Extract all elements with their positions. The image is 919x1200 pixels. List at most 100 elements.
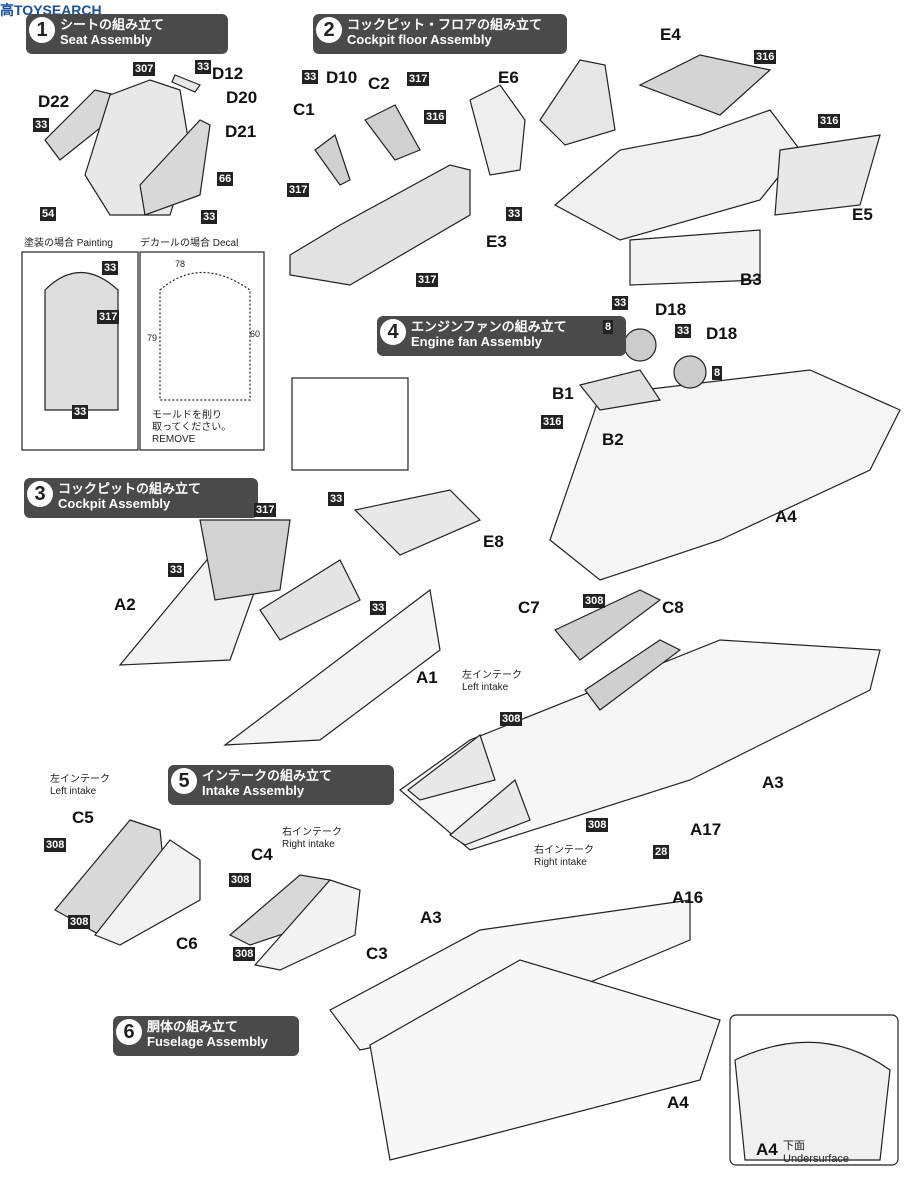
color-tag-33-l: 33 bbox=[370, 601, 387, 615]
color-tag-308-e: 308 bbox=[68, 915, 91, 929]
color-tag-33-b: 33 bbox=[33, 118, 50, 132]
step-5-number: 5 bbox=[171, 768, 197, 794]
color-tag-316-b: 316 bbox=[754, 50, 777, 64]
part-e3: E3 bbox=[486, 232, 507, 251]
step-6-title-en: Fuselage Assembly bbox=[147, 1034, 268, 1049]
part-d12: D12 bbox=[212, 64, 244, 83]
part-d18-b: D18 bbox=[706, 324, 738, 343]
part-c5: C5 bbox=[72, 808, 94, 827]
step-1-title-en: Seat Assembly bbox=[60, 32, 153, 47]
decal-label: デカールの場合 Decal bbox=[140, 238, 239, 249]
decal-79: 79 bbox=[147, 333, 158, 343]
left-intake-jp-2: 左インテーク bbox=[50, 774, 110, 785]
color-tag-308-g: 308 bbox=[233, 947, 256, 961]
step-3-title-en: Cockpit Assembly bbox=[58, 496, 171, 511]
undersurface-en: Undersurface bbox=[783, 1153, 850, 1165]
left-intake-en-2: Left intake bbox=[50, 786, 97, 797]
color-tag-308-d: 308 bbox=[44, 838, 67, 852]
step-3-header: 3 コックピットの組み立て Cockpit Assembly bbox=[24, 478, 258, 518]
color-tag-28: 28 bbox=[653, 845, 670, 859]
part-c8: C8 bbox=[662, 598, 684, 617]
color-tag-308-f: 308 bbox=[229, 873, 252, 887]
color-tag-33-e: 33 bbox=[72, 405, 89, 419]
color-tag-316-d: 316 bbox=[541, 415, 564, 429]
part-c6: C6 bbox=[176, 934, 198, 953]
right-intake-jp-2: 右インテーク bbox=[282, 827, 342, 838]
part-a1: A1 bbox=[416, 668, 438, 687]
color-tag-8-b: 8 bbox=[712, 366, 723, 380]
remove-note-jp2: 取ってください。 bbox=[152, 422, 232, 433]
undersurface-jp: 下面 bbox=[783, 1140, 805, 1152]
color-tag-33-i: 33 bbox=[675, 324, 692, 338]
step-3-number: 3 bbox=[27, 481, 53, 507]
part-b3: B3 bbox=[740, 270, 762, 289]
right-intake-en-2: Right intake bbox=[282, 839, 335, 850]
color-tag-54: 54 bbox=[40, 207, 57, 221]
part-e5: E5 bbox=[852, 205, 873, 224]
step-2-title-jp: コックピット・フロアの組み立て bbox=[347, 17, 543, 32]
step-6-title-jp: 胴体の組み立て bbox=[147, 1019, 239, 1034]
color-tag-33-f: 33 bbox=[302, 70, 319, 84]
color-tag-66: 66 bbox=[217, 172, 234, 186]
step-5-title-en: Intake Assembly bbox=[202, 783, 305, 798]
step-2-number: 2 bbox=[316, 17, 342, 43]
step-2-header: 2 コックピット・フロアの組み立て Cockpit floor Assembly bbox=[313, 14, 567, 54]
part-a4-step4: A4 bbox=[775, 507, 797, 526]
part-b2: B2 bbox=[602, 430, 624, 449]
color-tag-317-d: 317 bbox=[416, 273, 439, 287]
part-a2: A2 bbox=[114, 595, 136, 614]
color-tag-33-h: 33 bbox=[612, 296, 629, 310]
part-a4-underside: A4 bbox=[756, 1140, 778, 1159]
part-d21: D21 bbox=[225, 122, 257, 141]
step-4-header: 4 エンジンファンの組み立て Engine fan Assembly bbox=[377, 316, 626, 356]
step-6-header: 6 胴体の組み立て Fuselage Assembly bbox=[113, 1016, 299, 1056]
painting-label: 塗装の場合 Painting bbox=[24, 238, 113, 249]
color-tag-33-g: 33 bbox=[506, 207, 523, 221]
part-a16: A16 bbox=[672, 888, 704, 907]
color-tag-33-a: 33 bbox=[195, 60, 212, 74]
step-4-title-en: Engine fan Assembly bbox=[411, 334, 542, 349]
color-tag-308-c: 308 bbox=[586, 818, 609, 832]
part-a3-mid: A3 bbox=[762, 773, 784, 792]
part-e4: E4 bbox=[660, 25, 681, 44]
color-tag-317-b: 317 bbox=[407, 72, 430, 86]
color-tag-317-a: 317 bbox=[97, 310, 120, 324]
decal-78: 78 bbox=[175, 259, 186, 269]
step-6-number: 6 bbox=[116, 1019, 142, 1045]
color-tag-33-j: 33 bbox=[328, 492, 345, 506]
color-tag-308-a: 308 bbox=[583, 594, 606, 608]
color-tag-308-b: 308 bbox=[500, 712, 523, 726]
color-tag-317-e: 317 bbox=[254, 503, 277, 517]
color-tag-317-c: 317 bbox=[287, 183, 310, 197]
step-4-number: 4 bbox=[380, 319, 406, 345]
step-1-title-jp: シートの組み立て bbox=[60, 17, 165, 32]
color-tag-33-c: 33 bbox=[201, 210, 218, 224]
step-1-header: 1 シートの組み立て Seat Assembly bbox=[26, 14, 228, 54]
part-a4-step6: A4 bbox=[667, 1093, 689, 1112]
left-intake-jp-1: 左インテーク bbox=[462, 670, 522, 681]
part-d18-a: D18 bbox=[655, 300, 687, 319]
color-tag-307: 307 bbox=[133, 62, 156, 76]
part-b1: B1 bbox=[552, 384, 574, 403]
color-tag-8-a: 8 bbox=[603, 320, 614, 334]
part-c7: C7 bbox=[518, 598, 540, 617]
part-e8: E8 bbox=[483, 532, 504, 551]
part-e6: E6 bbox=[498, 68, 519, 87]
step-5-title-jp: インテークの組み立て bbox=[202, 768, 333, 783]
part-d20: D20 bbox=[226, 88, 258, 107]
color-tag-316-a: 316 bbox=[424, 110, 447, 124]
color-tag-33-d: 33 bbox=[102, 261, 119, 275]
part-a3-step6: A3 bbox=[420, 908, 442, 927]
step-2-title-en: Cockpit floor Assembly bbox=[347, 32, 492, 47]
step-1-number: 1 bbox=[29, 17, 55, 43]
remove-note-jp1: モールドを削り bbox=[152, 410, 222, 421]
part-a17: A17 bbox=[690, 820, 722, 839]
part-c4: C4 bbox=[251, 845, 273, 864]
part-c2: C2 bbox=[368, 74, 390, 93]
part-d10: D10 bbox=[326, 68, 358, 87]
right-intake-en-1: Right intake bbox=[534, 857, 587, 868]
remove-note-en: REMOVE bbox=[152, 434, 196, 445]
step-3-title-jp: コックピットの組み立て bbox=[58, 481, 202, 496]
step-5-header: 5 インテークの組み立て Intake Assembly bbox=[168, 765, 394, 805]
